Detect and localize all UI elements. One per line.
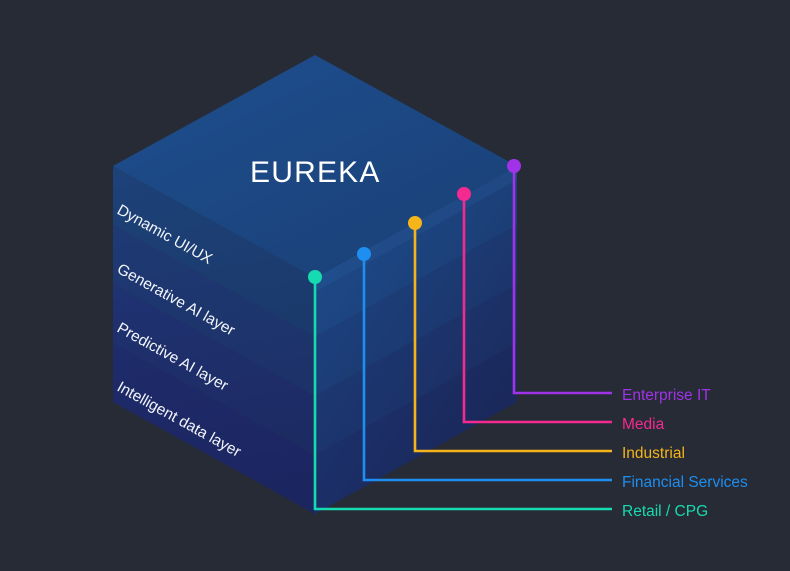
connector-line-retail-cpg [313, 279, 612, 511]
connector-line-media [462, 196, 612, 424]
connector-dot-retail-cpg[interactable] [308, 270, 322, 284]
connector-dot-media[interactable] [457, 187, 471, 201]
legend-label-financial-services[interactable]: Financial Services [622, 474, 748, 491]
connector-enterprise-it [507, 159, 612, 395]
legend-label-industrial[interactable]: Industrial [622, 445, 685, 462]
connector-dot-industrial[interactable] [408, 216, 422, 230]
cube-left-face-layer-1 [113, 166, 315, 337]
connector-industrial [408, 216, 612, 453]
cube-left-face-layer-3 [113, 284, 315, 455]
cube-left-face-layer-4 [113, 343, 315, 514]
connector-financial-services [357, 247, 612, 482]
connector-dot-financial-services[interactable] [357, 247, 371, 261]
cube-top-face [113, 55, 517, 278]
legend: Enterprise IT Media Industrial Financial… [622, 387, 748, 520]
connector-dot-enterprise-it[interactable] [507, 159, 521, 173]
page-title: EUREKA [250, 156, 381, 189]
legend-label-enterprise-it[interactable]: Enterprise IT [622, 387, 711, 404]
connector-line-enterprise-it [512, 168, 612, 395]
cube-left-face-layer-2 [113, 225, 315, 396]
connector-retail-cpg [308, 270, 612, 511]
connector-media [457, 187, 612, 424]
connector-line-financial-services [362, 256, 612, 482]
legend-label-retail-cpg[interactable]: Retail / CPG [622, 503, 708, 520]
legend-label-media[interactable]: Media [622, 416, 665, 433]
connector-line-industrial [413, 225, 612, 453]
